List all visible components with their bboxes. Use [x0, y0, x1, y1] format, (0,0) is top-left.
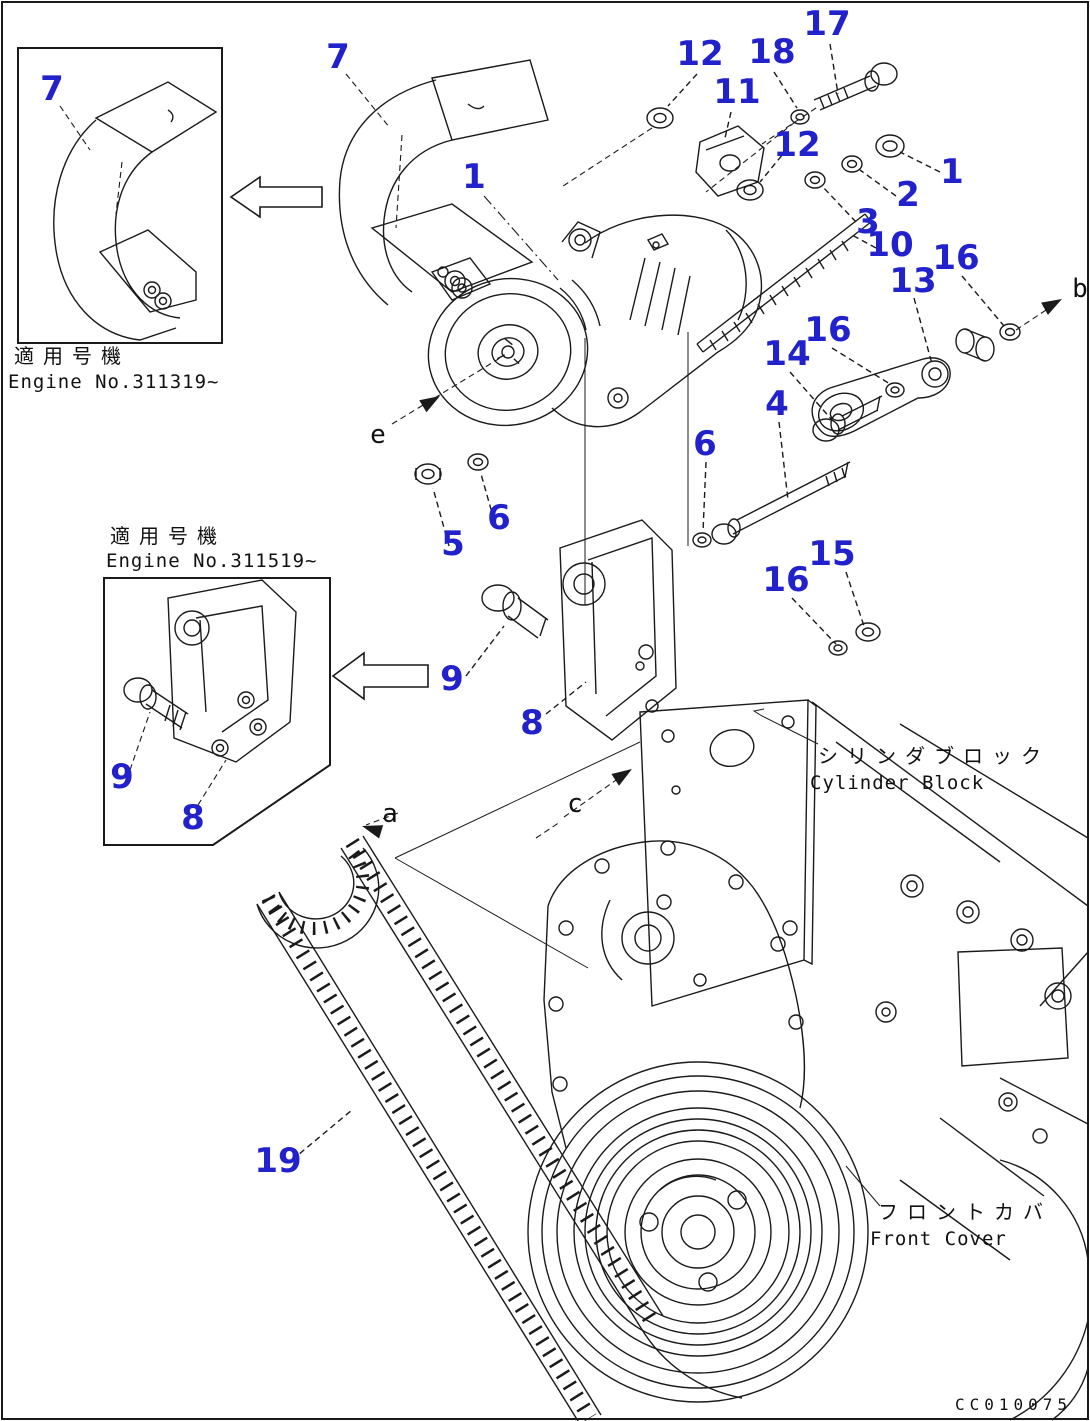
- front-cover-label-en: Front Cover: [870, 1228, 1007, 1250]
- part-label-6a: 6: [693, 424, 717, 464]
- part-label-7-main: 7: [326, 37, 350, 77]
- direction-arrow-left-mid: [331, 651, 429, 701]
- view-letter-c: c: [567, 789, 583, 819]
- inset-box-top: [17, 47, 223, 344]
- part-label-16a: 16: [932, 238, 979, 278]
- part-label-1-right: 1: [940, 152, 964, 192]
- washers-6-nut-5-drawing: [414, 453, 712, 548]
- front-cover-label-jp: フロントカバ: [878, 1200, 1052, 1224]
- cylinder-block-leader: [761, 715, 819, 745]
- part-label-19: 19: [254, 1141, 301, 1181]
- part-label-9-inset: 9: [110, 757, 134, 797]
- mid-box-caption-jp: 適用号機: [110, 524, 226, 548]
- bolt-9-inset-drawing: [123, 677, 189, 731]
- spacer-washer-drawing: [955, 323, 1021, 362]
- projection-line: [394, 741, 641, 859]
- v-belt-drawing: [256, 835, 743, 1421]
- part-label-4: 4: [765, 384, 789, 424]
- part-label-13: 13: [889, 261, 936, 301]
- captions: 適用号機 Engine No.311319~ 適用号機 Engine No.31…: [8, 344, 1072, 1414]
- part-label-16b: 16: [804, 310, 851, 350]
- direction-arrow-left-top: [229, 175, 323, 219]
- right-fasteners-drawing: [804, 134, 905, 189]
- bracket-8-main-drawing: [559, 519, 677, 741]
- part-label-12b: 12: [773, 125, 820, 165]
- cylinder-block-drawing: [811, 701, 1089, 1421]
- part-label-3: 3: [856, 202, 880, 242]
- bolt-9-main-drawing: [481, 584, 549, 639]
- part-label-5: 5: [441, 524, 465, 564]
- drawing-code: CC010075: [955, 1395, 1072, 1414]
- part-label-12a: 12: [676, 34, 723, 74]
- view-letter-a: a: [382, 799, 398, 829]
- view-letter-e: e: [370, 420, 386, 450]
- part-label-8-inset: 8: [181, 798, 205, 838]
- crank-pulley-drawing: [527, 1061, 869, 1403]
- inset-box-mid: [103, 577, 331, 846]
- part-label-18: 18: [748, 32, 795, 72]
- part-labels: 7 7 12 11 18 17 12 1 2 3 10 13 16 16 14 …: [40, 4, 980, 1181]
- front-cover-gasket-drawing: [543, 840, 806, 1149]
- view-arrows: [362, 299, 1062, 839]
- part-label-6b: 6: [487, 498, 511, 538]
- view-letter-b: b: [1072, 274, 1088, 304]
- part-label-9-main: 9: [440, 659, 464, 699]
- mid-box-caption-en: Engine No.311519~: [106, 550, 317, 572]
- part-label-1-main: 1: [462, 157, 486, 197]
- part-label-16c: 16: [762, 560, 809, 600]
- projection-line: [394, 857, 589, 969]
- mount-plate-drawing: [639, 699, 817, 1007]
- bolt-14-drawing: [812, 382, 905, 442]
- part-label-11: 11: [713, 72, 760, 112]
- part-label-10: 10: [866, 225, 913, 265]
- alternator-drawing: [427, 195, 763, 428]
- arm-13-drawing: [811, 357, 951, 438]
- part-label-2: 2: [896, 175, 920, 215]
- cover-7-main-drawing: [338, 59, 549, 306]
- bolt-4-drawing: [711, 461, 851, 545]
- nut-15-washer-16-drawing: [828, 622, 881, 656]
- part-label-14: 14: [763, 334, 810, 374]
- bracket-8-inset-drawing: [167, 579, 297, 763]
- view-letters: e a b c: [370, 274, 1088, 829]
- cover-7-inset-drawing: [53, 81, 218, 341]
- cylinder-block-leader-hook: [752, 708, 765, 717]
- front-cover-leader: [845, 1165, 881, 1207]
- part-label-8-main: 8: [520, 703, 544, 743]
- part-label-15: 15: [808, 534, 855, 574]
- rod-10-drawing: [696, 213, 872, 353]
- leader-lines: [291, 43, 1005, 1161]
- cylinder-block-label-en: Cylinder Block: [810, 772, 984, 794]
- top-fasteners-drawing: [559, 62, 898, 201]
- top-box-caption-jp: 適用号機: [14, 344, 130, 368]
- cylinder-block-label-jp: シリンダブロック: [818, 744, 1050, 768]
- top-box-caption-en: Engine No.311319~: [8, 371, 219, 393]
- part-label-17: 17: [803, 4, 850, 44]
- part-label-7-inset: 7: [40, 69, 64, 109]
